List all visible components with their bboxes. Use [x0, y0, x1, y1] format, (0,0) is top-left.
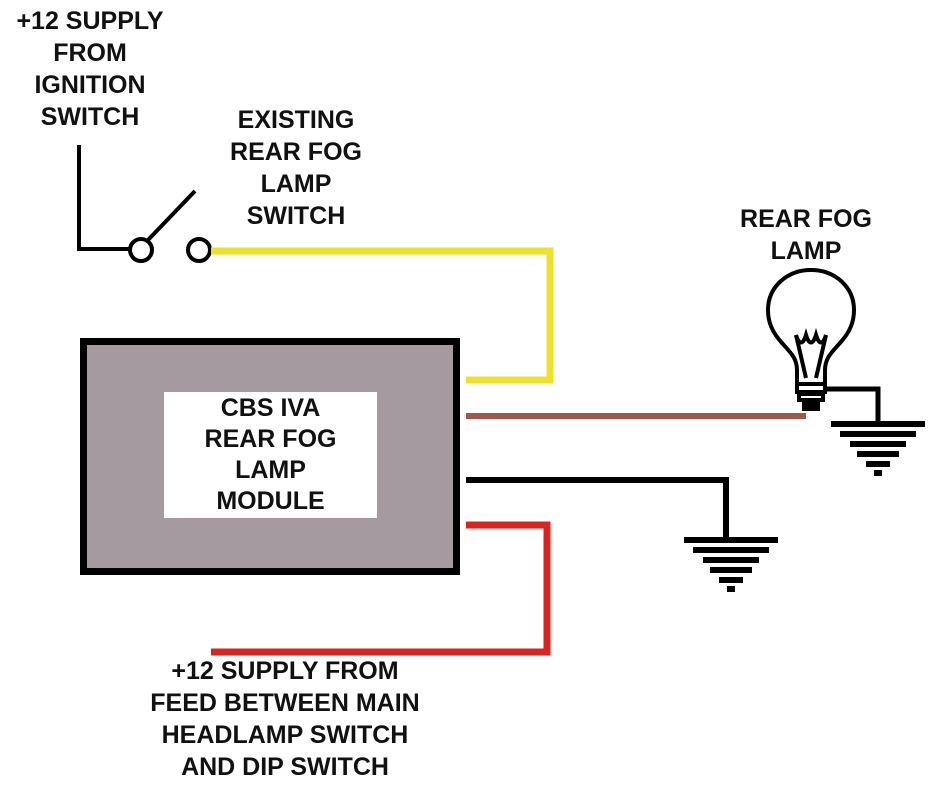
wire-module-to-ground [466, 477, 729, 537]
fog-lamp-label-line: LAMP [770, 237, 842, 265]
wire-ignition-to-switch [77, 145, 131, 251]
fog-switch-label-line: EXISTING [237, 106, 355, 134]
module-label-line: LAMP [235, 456, 306, 484]
fog-switch-label-line: LAMP [260, 170, 332, 198]
module-label-line: REAR FOG [204, 425, 337, 453]
module-ground-icon [684, 537, 778, 592]
module-label-text: CBS IVA REAR FOG LAMP MODULE [164, 392, 377, 517]
wire-lamp-to-ground [826, 386, 881, 422]
wire-switch-to-module [211, 247, 554, 384]
headlamp-supply-label-line: HEADLAMP SWITCH [161, 721, 409, 749]
headlamp-supply-label-line: +12 SUPPLY FROM [171, 657, 399, 685]
headlamp-supply-label-line: AND DIP SWITCH [181, 753, 389, 781]
headlamp-supply-label: +12 SUPPLY FROM FEED BETWEEN MAIN HEADLA… [134, 655, 436, 783]
ignition-supply-label-line: FROM [53, 39, 127, 67]
fog-switch-label-line: SWITCH [246, 202, 346, 230]
fog-lamp-label: REAR FOG LAMP [732, 203, 880, 267]
headlamp-supply-label-line: FEED BETWEEN MAIN [150, 689, 420, 717]
ignition-supply-label-line: IGNITION [34, 71, 146, 99]
ignition-supply-label: +12 SUPPLY FROM IGNITION SWITCH [8, 5, 172, 133]
fog-lamp-label-line: REAR FOG [740, 205, 872, 233]
lamp-bulb-icon [765, 267, 857, 411]
module-label-line: CBS IVA [220, 394, 321, 422]
switch-terminal-left-icon [128, 237, 154, 263]
switch-lever [146, 189, 197, 242]
ignition-supply-label-line: SWITCH [40, 103, 140, 131]
fog-switch-label: EXISTING REAR FOG LAMP SWITCH [222, 104, 370, 232]
switch-terminal-right-icon [186, 237, 212, 263]
lamp-ground-icon [831, 421, 925, 476]
module-label: CBS IVA REAR FOG LAMP MODULE [164, 392, 377, 518]
module-label-line: MODULE [216, 487, 325, 515]
fog-switch-label-line: REAR FOG [230, 138, 362, 166]
wire-supply-to-module [211, 521, 551, 656]
ignition-supply-label-line: +12 SUPPLY [16, 7, 164, 35]
